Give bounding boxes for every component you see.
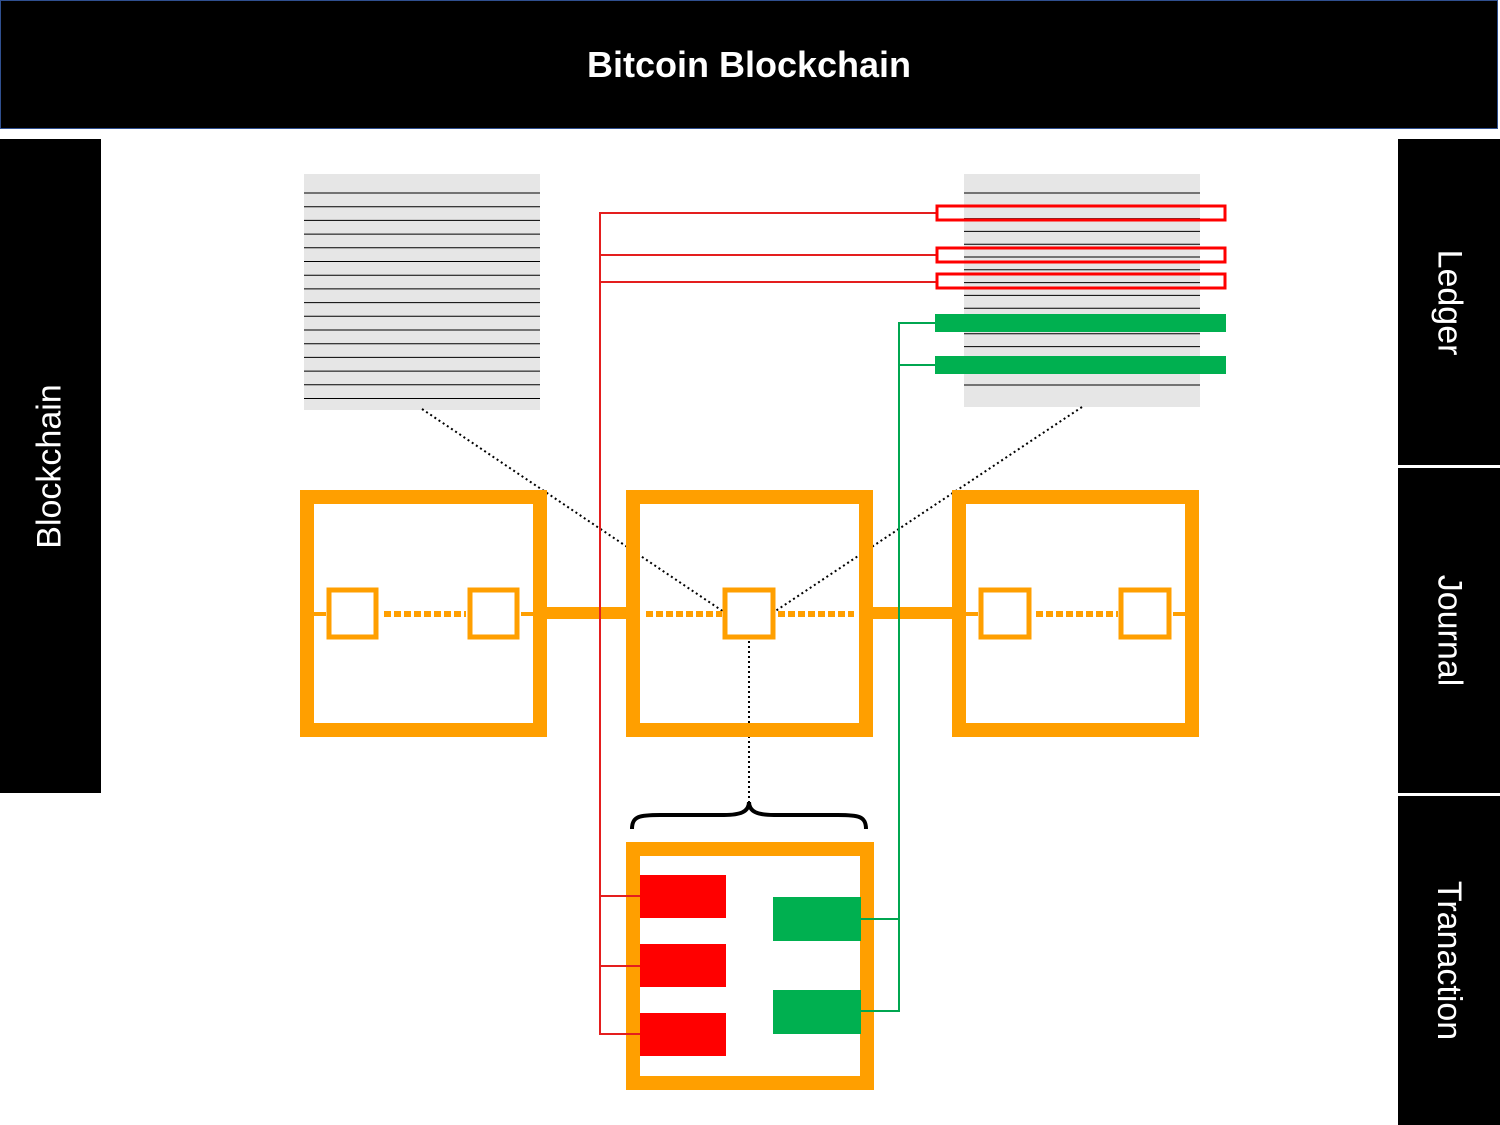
zoom-line-right — [773, 406, 1083, 613]
transaction-box — [467, 587, 520, 640]
new-entry — [935, 356, 1226, 374]
block-3 — [952, 490, 1199, 737]
zoom-lines — [421, 406, 1083, 806]
transaction-inputs — [640, 875, 726, 1056]
blocks — [300, 490, 1199, 737]
input-connectors — [599, 212, 937, 1035]
spent-entry — [935, 204, 1227, 222]
side-label-ledger: Ledger — [1398, 139, 1500, 465]
title-bar: Bitcoin Blockchain — [0, 0, 1498, 129]
spent-entry — [935, 272, 1227, 290]
side-label-journal: Journal — [1398, 468, 1500, 793]
spent-entries — [935, 204, 1227, 290]
page-title: Bitcoin Blockchain — [586, 43, 912, 85]
ledger-left — [304, 174, 540, 410]
block-1 — [300, 490, 547, 737]
brace-icon — [630, 801, 868, 830]
transaction-input — [640, 944, 726, 987]
ledger-left-background — [304, 174, 540, 410]
ledger-left-rows — [304, 192, 540, 399]
transactions — [326, 587, 1172, 640]
transaction-box — [1118, 587, 1172, 640]
transaction-box — [326, 587, 379, 640]
transaction-outputs — [773, 897, 861, 1034]
input-connector — [599, 212, 937, 1035]
transaction-box — [978, 587, 1032, 640]
spent-entry — [935, 246, 1227, 264]
side-label-blockchain: Blockchain — [0, 139, 101, 793]
side-label-transaction: Tranaction — [1398, 796, 1500, 1125]
transaction-output — [773, 990, 861, 1034]
block-2 — [626, 490, 873, 737]
new-entries — [935, 314, 1226, 374]
new-entry — [935, 314, 1226, 332]
transaction-box-selected — [722, 587, 776, 640]
transaction-input — [640, 875, 726, 918]
output-connector — [861, 322, 935, 1012]
transaction-output — [773, 897, 861, 941]
zoom-line-left — [421, 408, 725, 613]
transaction-input — [640, 1013, 726, 1056]
output-connectors — [861, 322, 935, 1012]
